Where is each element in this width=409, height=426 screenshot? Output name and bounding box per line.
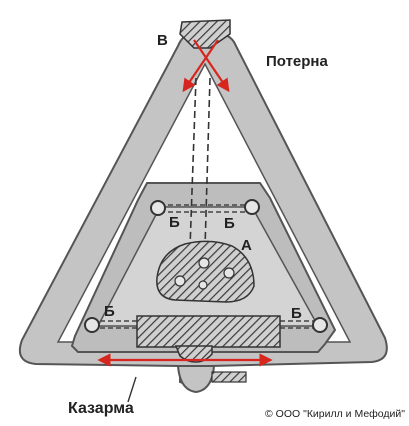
- poterna-tunnel: [189, 77, 211, 249]
- label-kazarma: Казарма: [68, 400, 134, 417]
- label-a: А: [241, 237, 252, 254]
- casemate-wells: [174, 257, 235, 290]
- label-b-top-left: Б: [169, 214, 180, 231]
- label-b-bottom-left: Б: [104, 303, 115, 320]
- label-b-bottom-right: Б: [291, 305, 302, 322]
- label-v: В: [157, 32, 168, 49]
- label-poterna: Потерна: [266, 53, 328, 70]
- gate-grate: [211, 371, 247, 383]
- copyright-text: © ООО "Кирилл и Мефодий": [265, 408, 405, 420]
- barracks: [136, 315, 281, 348]
- kazarma-leader: [127, 376, 137, 403]
- caponier-nodes: [84, 199, 328, 333]
- casemate-a: [156, 240, 255, 303]
- apex-arrows: [182, 39, 230, 93]
- label-b-top-right: Б: [224, 215, 235, 232]
- gate-bump: [176, 365, 216, 394]
